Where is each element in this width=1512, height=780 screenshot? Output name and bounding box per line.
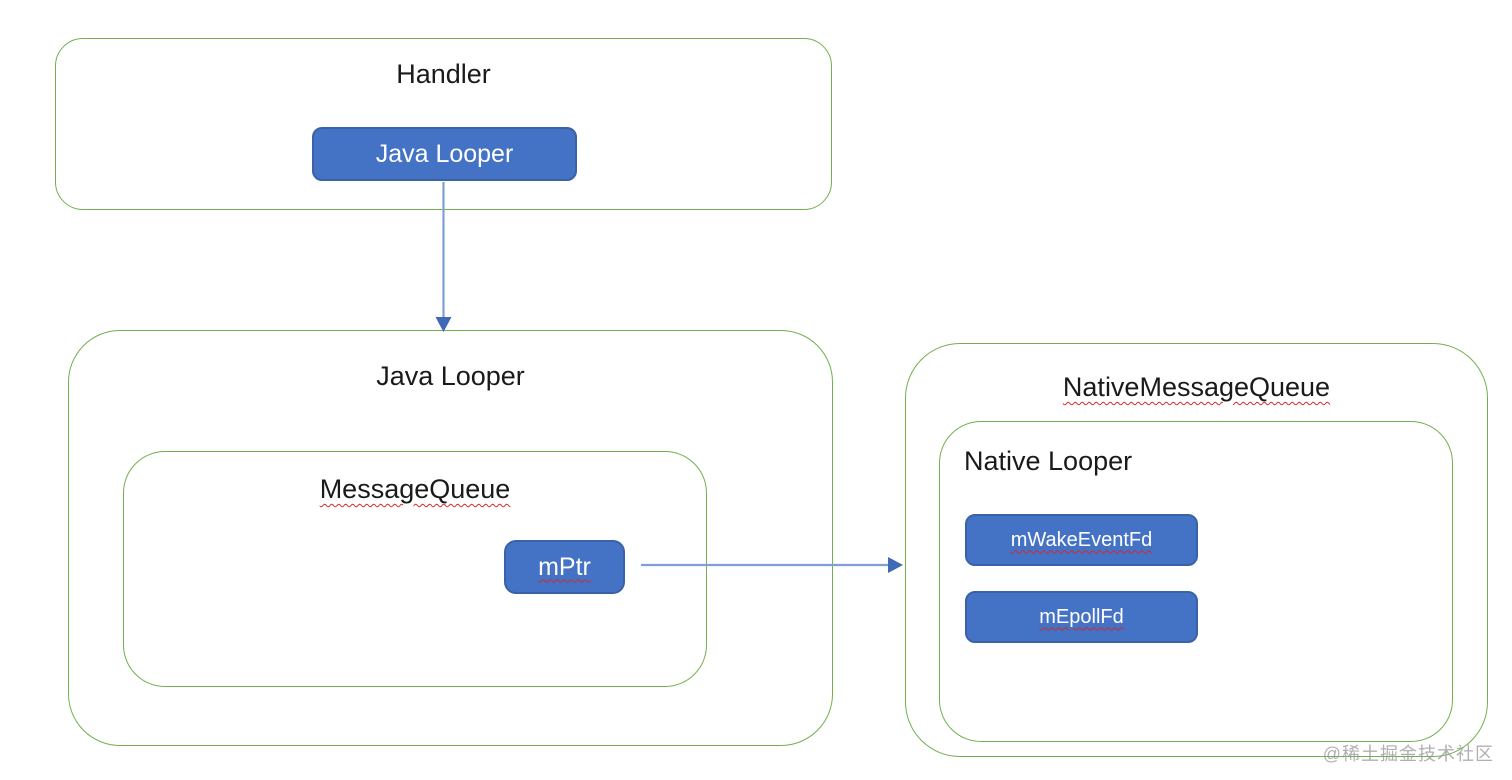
- mptr-shape: mPtr: [504, 540, 625, 594]
- java-looper-shape: Java Looper: [312, 127, 577, 181]
- java-looper-box-title: Java Looper: [376, 361, 525, 391]
- mwakeeventfd-shape: mWakeEventFd: [965, 514, 1198, 566]
- handler-box: Handler Java Looper: [55, 38, 832, 210]
- message-queue-box-title: MessageQueue: [319, 474, 511, 504]
- java-looper-box: Java Looper MessageQueue mPtr: [68, 330, 833, 746]
- message-queue-box: MessageQueue mPtr: [123, 451, 707, 687]
- native-looper-box: Native Looper mWakeEventFd mEpollFd: [939, 421, 1453, 742]
- handler-box-title: Handler: [396, 59, 491, 89]
- watermark: @稀土掘金技术社区: [1322, 744, 1494, 764]
- mepollfd-shape: mEpollFd: [965, 591, 1198, 643]
- native-message-queue-box-title: NativeMessageQueue: [1062, 372, 1331, 402]
- native-looper-box-title: Native Looper: [964, 446, 1133, 476]
- native-message-queue-box: NativeMessageQueue Native Looper mWakeEv…: [905, 343, 1488, 757]
